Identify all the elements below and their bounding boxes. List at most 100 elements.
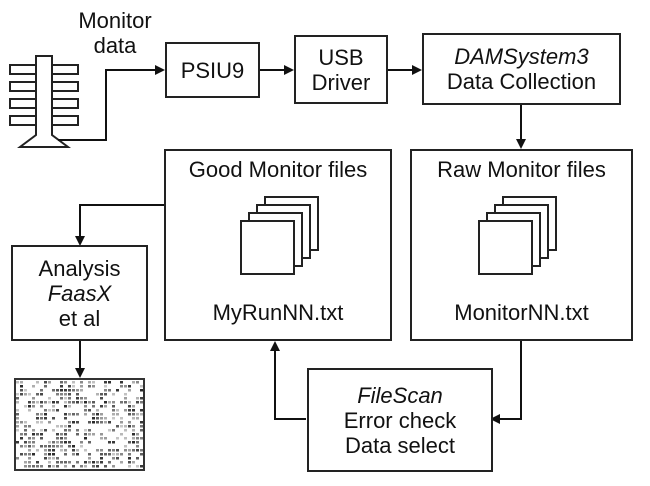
plot-cell xyxy=(116,413,119,416)
plot-cell xyxy=(64,429,67,432)
plot-cell xyxy=(60,385,63,388)
plot-cell xyxy=(48,409,51,412)
analysis-node: Analysis FaasX et al xyxy=(11,245,148,341)
plot-cell xyxy=(32,453,35,456)
plot-cell xyxy=(80,385,83,388)
plot-cell xyxy=(92,465,95,468)
plot-cell xyxy=(32,397,35,400)
plot-cell xyxy=(48,461,51,464)
plot-cell xyxy=(116,437,119,440)
plot-cell xyxy=(128,405,131,408)
plot-cell xyxy=(28,401,31,404)
plot-cell xyxy=(28,465,31,468)
plot-cell xyxy=(76,413,79,416)
plot-cell xyxy=(56,461,59,464)
plot-cell xyxy=(36,413,39,416)
plot-cell xyxy=(84,449,87,452)
plot-cell xyxy=(52,429,55,432)
plot-cell xyxy=(44,401,47,404)
plot-cell xyxy=(128,413,131,416)
plot-cell xyxy=(120,381,123,384)
plot-cell xyxy=(20,421,23,424)
plot-cell xyxy=(24,465,27,468)
plot-cell xyxy=(16,425,19,428)
plot-cell xyxy=(56,437,59,440)
plot-cell xyxy=(72,413,75,416)
filescan-label-line1: FileScan xyxy=(357,382,443,408)
plot-cell xyxy=(48,453,51,456)
plot-cell xyxy=(116,449,119,452)
plot-cell xyxy=(88,381,91,384)
plot-cell xyxy=(132,461,135,464)
plot-cell xyxy=(80,445,83,448)
plot-cell xyxy=(28,457,31,460)
plot-cell xyxy=(36,449,39,452)
plot-cell xyxy=(124,449,127,452)
plot-cell xyxy=(92,433,95,436)
plot-cell xyxy=(40,417,43,420)
plot-cell xyxy=(72,381,75,384)
plot-cell xyxy=(16,409,19,412)
plot-cell xyxy=(24,461,27,464)
plot-cell xyxy=(92,385,95,388)
plot-cell xyxy=(136,445,139,448)
plot-cell xyxy=(84,465,87,468)
plot-cell xyxy=(136,433,139,436)
plot-cell xyxy=(76,421,79,424)
plot-cell xyxy=(116,457,119,460)
plot-cell xyxy=(104,389,107,392)
analysis-label-line3: et al xyxy=(58,305,101,331)
plot-cell xyxy=(32,429,35,432)
plot-cell xyxy=(64,397,67,400)
plot-cell xyxy=(84,461,87,464)
dam-label-line1: DAMSystem3 xyxy=(454,44,589,69)
plot-cell xyxy=(60,389,63,392)
plot-cell xyxy=(56,393,59,396)
raw-monitor-files-node: Raw Monitor files MonitorNN.txt xyxy=(410,149,633,341)
plot-cell xyxy=(100,397,103,400)
plot-cell xyxy=(64,405,67,408)
psiu-node: PSIU9 xyxy=(165,42,260,98)
plot-cell xyxy=(64,413,67,416)
plot-cell xyxy=(32,433,35,436)
plot-cell xyxy=(60,441,63,444)
plot-cell xyxy=(128,425,131,428)
plot-cell xyxy=(24,441,27,444)
plot-cell xyxy=(68,429,71,432)
plot-cell xyxy=(84,433,87,436)
plot-cell xyxy=(112,429,115,432)
plot-cell xyxy=(36,421,39,424)
plot-cell xyxy=(64,437,67,440)
plot-cell xyxy=(108,381,111,384)
plot-cell xyxy=(108,441,111,444)
plot-cell xyxy=(68,441,71,444)
plot-cell xyxy=(124,385,127,388)
plot-cell xyxy=(32,437,35,440)
plot-cell xyxy=(48,449,51,452)
plot-cell xyxy=(60,433,63,436)
plot-cell xyxy=(40,389,43,392)
plot-cell xyxy=(116,409,119,412)
dam-label-line2: Data Collection xyxy=(446,69,597,94)
plot-cell xyxy=(32,465,35,468)
plot-cell xyxy=(104,401,107,404)
plot-cell xyxy=(112,441,115,444)
plot-cell xyxy=(16,417,19,420)
plot-cell xyxy=(140,437,143,440)
plot-cell xyxy=(140,429,143,432)
plot-cell xyxy=(28,441,31,444)
plot-cell xyxy=(52,457,55,460)
good-files-filename: MyRunNN.txt xyxy=(212,300,344,325)
plot-cell xyxy=(120,417,123,420)
plot-cell xyxy=(32,385,35,388)
plot-cell xyxy=(44,385,47,388)
plot-cell xyxy=(64,417,67,420)
monitor-label-line2: data xyxy=(93,33,137,58)
plot-cell xyxy=(128,389,131,392)
plot-cell xyxy=(76,429,79,432)
plot-cell xyxy=(36,393,39,396)
plot-cell xyxy=(100,461,103,464)
plot-cell xyxy=(76,397,79,400)
plot-cell xyxy=(16,393,19,396)
plot-cell xyxy=(48,457,51,460)
